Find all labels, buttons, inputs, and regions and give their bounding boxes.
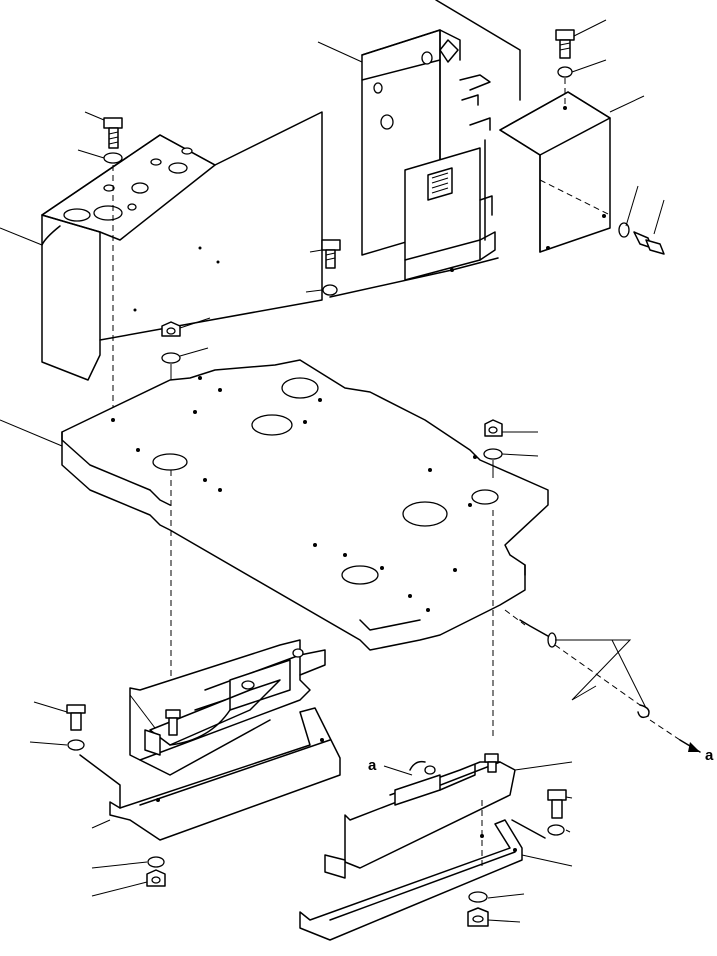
leader-left-rail-outer: [79, 754, 121, 809]
leader-lines: [0, 19, 665, 923]
bolt-box-cover-top: [555, 29, 575, 59]
nut-bottom-left: [146, 869, 166, 887]
ref-label-a-right: a: [705, 747, 714, 764]
bolt-box-cover-side: [633, 231, 665, 255]
rear-panel-assembly: [361, 0, 521, 281]
floor-plate: [61, 359, 549, 651]
washer-bottom-left: [147, 856, 165, 868]
washer-bottom-right: [468, 891, 488, 903]
arrowhead-ref-a-right: [688, 742, 700, 752]
ref-label-a-left: a: [368, 757, 377, 774]
washer-right-rail-outer: [547, 824, 565, 836]
left-slide-bracket: [109, 707, 341, 841]
bolt-right-rail: [484, 753, 499, 773]
pin-and-clips: [504, 609, 681, 741]
bolt-right-rail-outer: [547, 789, 567, 819]
right-seat-rail: [324, 760, 516, 879]
nut-bottom-right: [467, 907, 489, 927]
center-line-box-cover-side: [539, 179, 611, 216]
bracket-line-rear-panel: [329, 257, 499, 298]
left-seat-rail: [129, 639, 326, 776]
right-bracket-outline: [511, 819, 546, 839]
right-slide-bracket-inner: [329, 851, 516, 921]
bolt-left-console: [103, 117, 123, 149]
nut-floor-right: [484, 419, 503, 437]
washer-box-cover-side: [618, 222, 630, 238]
washer-floor-left: [161, 352, 181, 364]
washer-left-console: [103, 152, 123, 164]
bolt-left-rail: [165, 709, 181, 736]
nut-floor-left: [161, 321, 181, 337]
washer-rear-panel: [322, 284, 338, 296]
washer-left-rail-outer: [67, 739, 85, 751]
bolt-rear-panel: [321, 239, 341, 269]
washer-box-cover-top: [557, 66, 573, 78]
left-console-cover: [41, 111, 323, 381]
left-slide-bracket-inner: [139, 739, 331, 806]
bolt-left-rail-outer: [66, 704, 86, 731]
right-slide-bracket: [299, 819, 523, 941]
washer-floor-right: [483, 448, 503, 460]
box-cover: [499, 91, 611, 253]
